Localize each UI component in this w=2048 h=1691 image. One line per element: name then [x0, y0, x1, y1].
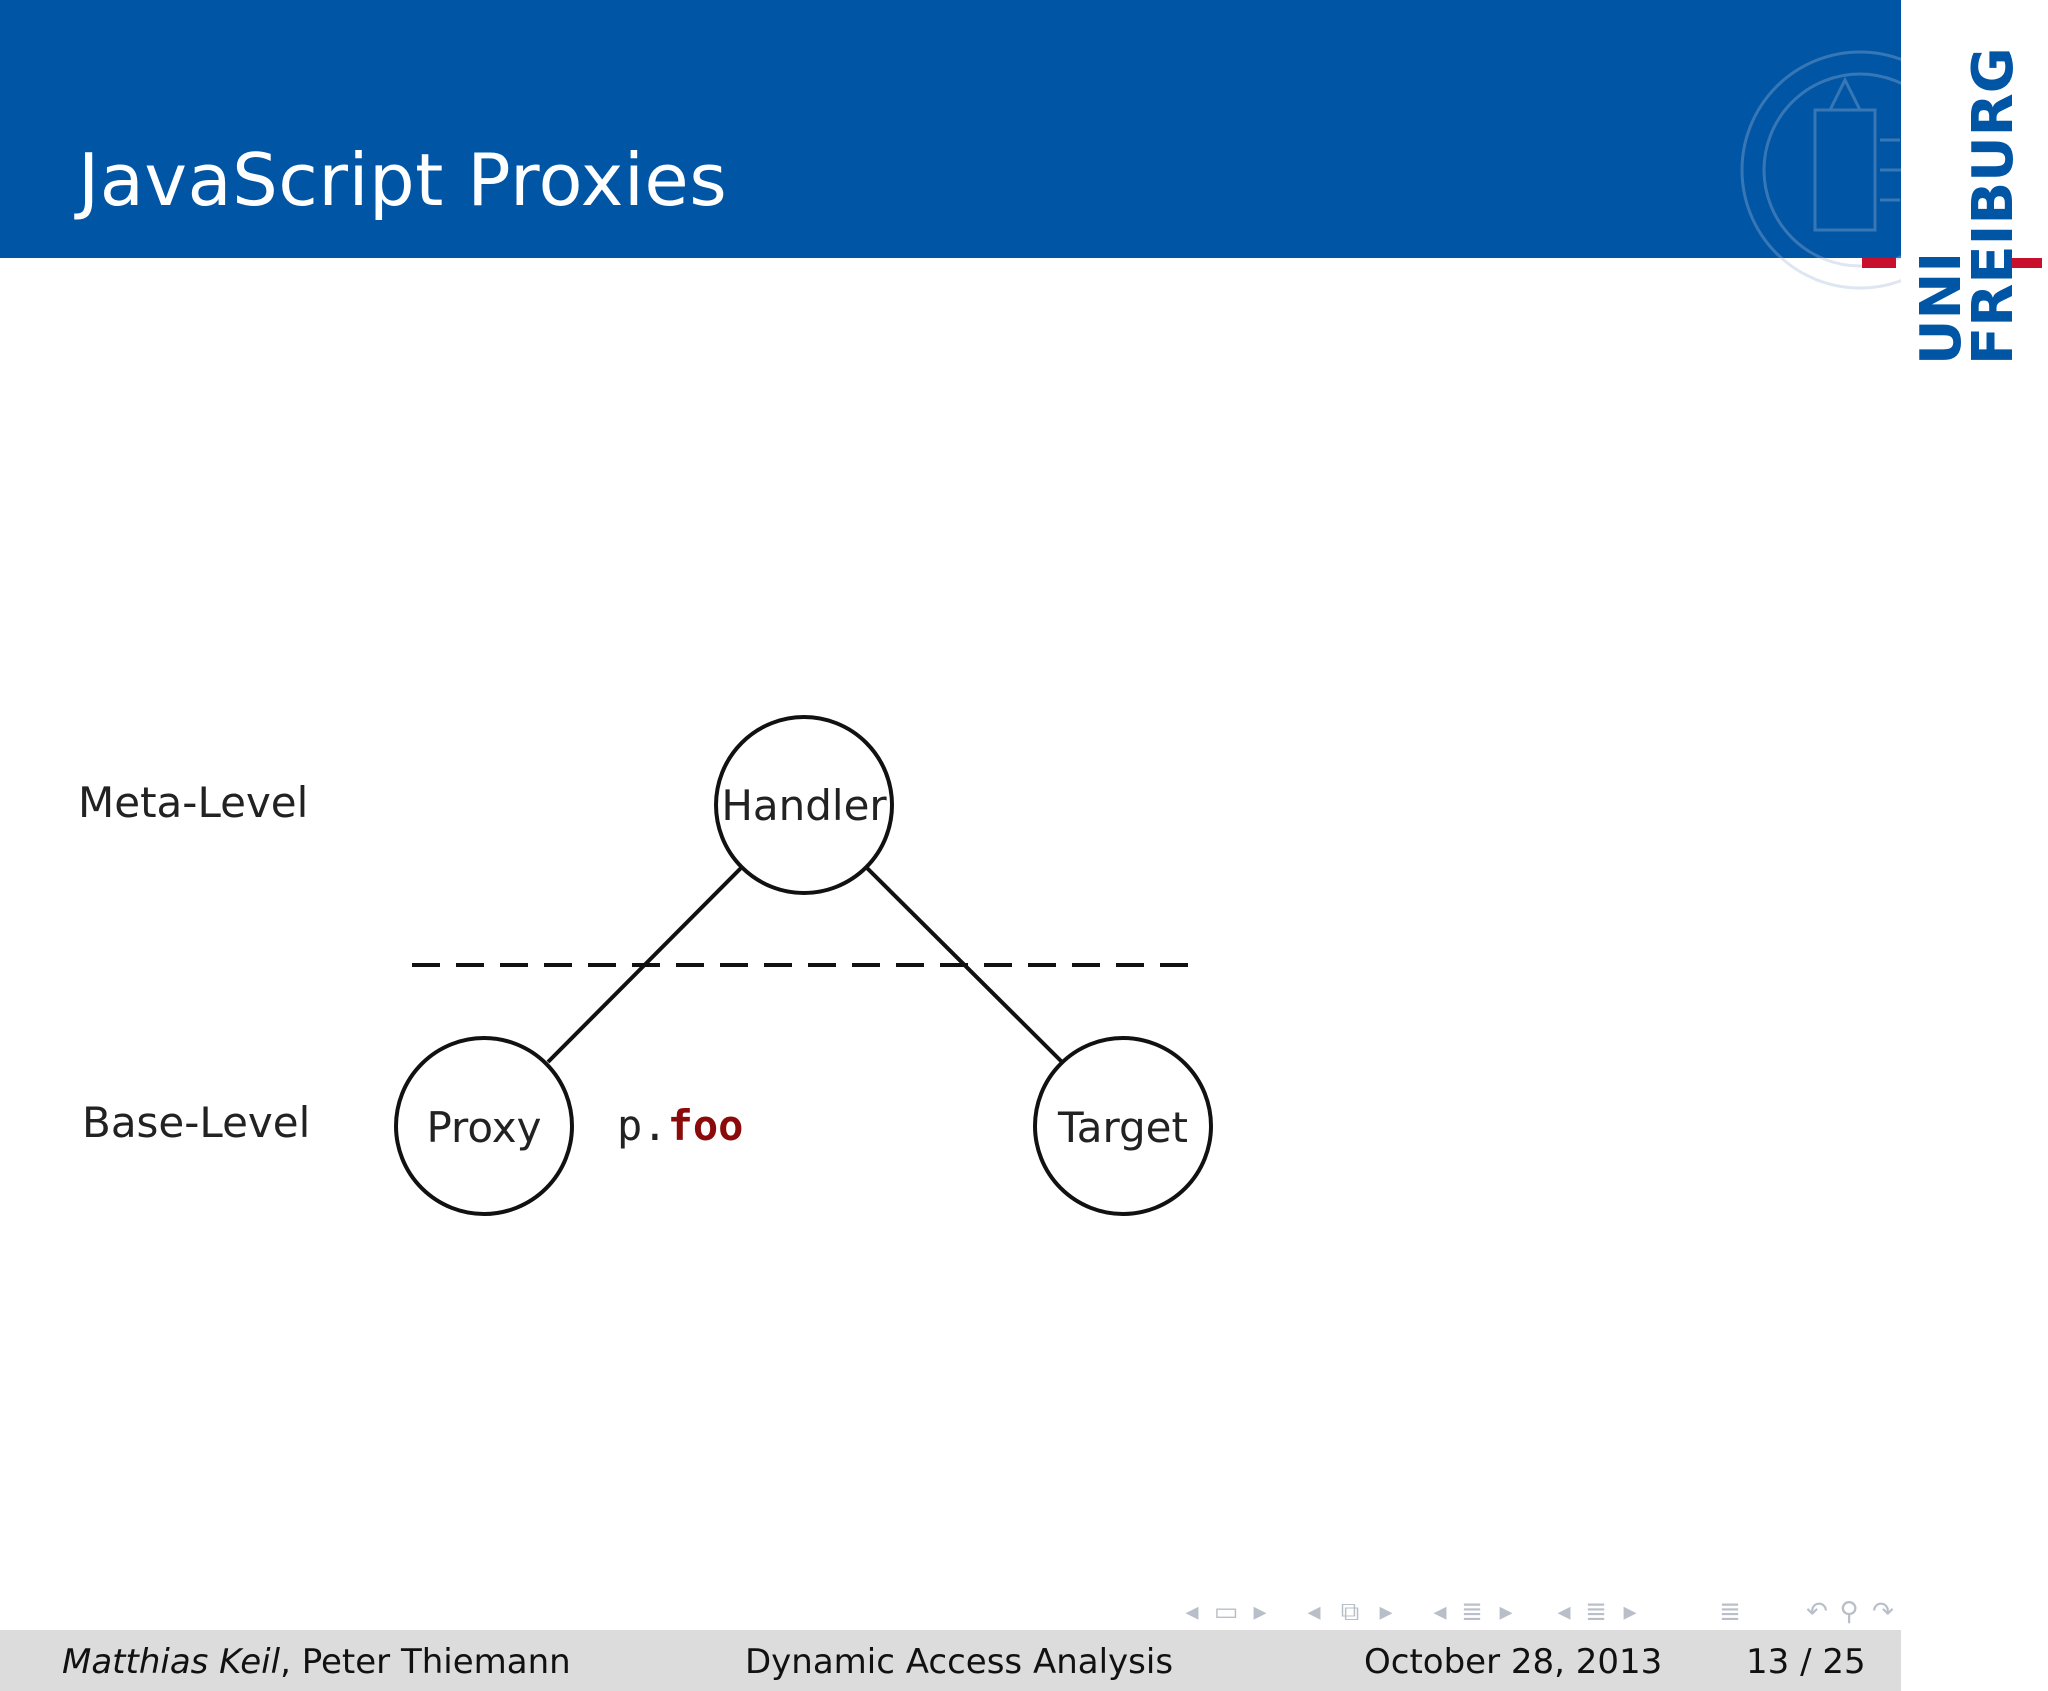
- subsection-icon[interactable]: ≣: [1461, 1597, 1483, 1627]
- page-separator: /: [1800, 1642, 1812, 1682]
- operation-expression: p.foo: [617, 1101, 743, 1150]
- base-level-label: Base-Level: [82, 1098, 311, 1147]
- prev-slide-icon[interactable]: ◂: [1307, 1597, 1321, 1627]
- redo-icon[interactable]: ↷: [1872, 1597, 1894, 1627]
- operation-property: foo: [668, 1101, 744, 1150]
- footer-author-primary: Matthias Keil: [62, 1642, 281, 1682]
- operation-object: p: [617, 1101, 642, 1150]
- target-node-label: Target: [1057, 1103, 1188, 1152]
- footer-bar: Matthias Keil, Peter Thiemann Dynamic Ac…: [0, 1630, 1901, 1691]
- prev-subsection-icon[interactable]: ◂: [1433, 1597, 1447, 1627]
- proxy-node-label: Proxy: [426, 1103, 541, 1152]
- next-frame-icon[interactable]: ▸: [1253, 1597, 1267, 1627]
- edge-handler-target: [864, 865, 1064, 1064]
- section-icon[interactable]: ≣: [1585, 1597, 1607, 1627]
- next-subsection-icon[interactable]: ▸: [1499, 1597, 1513, 1627]
- handler-node-label: Handler: [721, 781, 887, 830]
- next-section-icon[interactable]: ▸: [1623, 1597, 1637, 1627]
- footer-author-secondary: , Peter Thiemann: [280, 1642, 571, 1682]
- proxy-node: [394, 1036, 574, 1216]
- meta-level-label: Meta-Level: [78, 778, 309, 827]
- navigation-bar: ◂ ▭ ▸ ◂ ⧉ ▸ ◂ ≣ ▸ ◂ ≣ ▸ ≣ ↶ ⚲ ↷: [1180, 1590, 1920, 1634]
- page-current: 13: [1746, 1642, 1790, 1682]
- undo-icon[interactable]: ↶: [1806, 1597, 1828, 1627]
- footer-page-number: 13 / 25: [1746, 1642, 1866, 1682]
- handler-node: [714, 715, 894, 895]
- footer-talk-title: Dynamic Access Analysis: [745, 1642, 1174, 1682]
- edge-handler-proxy: [546, 865, 744, 1064]
- prev-section-icon[interactable]: ◂: [1557, 1597, 1571, 1627]
- slide-title: JavaScript Proxies: [78, 138, 728, 222]
- footer-authors: Matthias Keil, Peter Thiemann: [62, 1642, 571, 1682]
- next-slide-icon[interactable]: ▸: [1379, 1597, 1393, 1627]
- prev-frame-icon[interactable]: ◂: [1185, 1597, 1199, 1627]
- header-bar: [0, 0, 1901, 258]
- operation-dot: .: [642, 1101, 667, 1150]
- toc-icon[interactable]: ≣: [1719, 1597, 1741, 1627]
- slides-icon[interactable]: ⧉: [1340, 1597, 1360, 1627]
- search-icon[interactable]: ⚲: [1839, 1597, 1859, 1627]
- page-total: 25: [1822, 1642, 1866, 1682]
- frame-icon[interactable]: ▭: [1213, 1597, 1239, 1627]
- footer-date: October 28, 2013: [1364, 1642, 1663, 1682]
- target-node: [1033, 1036, 1213, 1216]
